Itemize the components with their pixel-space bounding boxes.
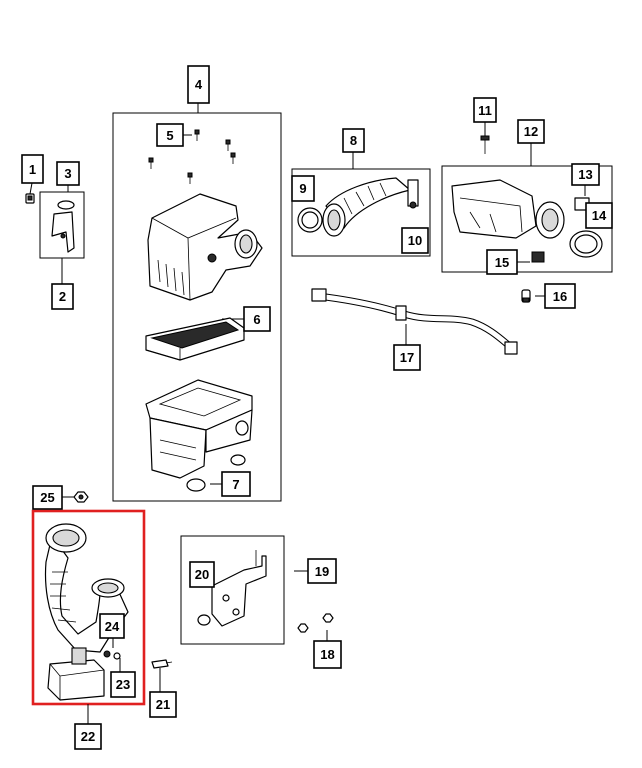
part-6-filter-element	[145, 317, 245, 361]
part-12-resonator	[451, 179, 603, 263]
callout-8-label: 8	[350, 133, 357, 148]
callout-12: 12	[517, 119, 545, 144]
part-21-push-pin	[151, 659, 173, 669]
callout-17: 17	[393, 344, 421, 371]
callout-18-label: 18	[320, 647, 334, 662]
callout-25: 25	[32, 485, 63, 510]
callout-3: 3	[56, 161, 80, 186]
callout-14: 14	[585, 202, 613, 229]
callout-8: 8	[342, 128, 365, 153]
part-23-24-fasteners	[103, 650, 121, 660]
callout-1: 1	[21, 154, 44, 184]
callout-18: 18	[313, 640, 342, 669]
callout-13-label: 13	[578, 167, 592, 182]
callout-23-label: 23	[116, 677, 130, 692]
part-2-3-bracket	[51, 200, 75, 253]
callout-6: 6	[243, 306, 271, 332]
callout-17-label: 17	[400, 350, 414, 365]
callout-7-label: 7	[232, 477, 239, 492]
callout-21-label: 21	[156, 697, 170, 712]
callout-13: 13	[571, 163, 600, 186]
callout-16-label: 16	[553, 289, 567, 304]
callout-20-label: 20	[195, 567, 209, 582]
callout-6-label: 6	[253, 312, 260, 327]
callout-14-label: 14	[592, 208, 607, 223]
callout-2: 2	[51, 283, 74, 310]
callout-11: 11	[473, 97, 497, 123]
callout-19: 19	[307, 558, 337, 584]
callout-4: 4	[187, 65, 210, 104]
callout-20: 20	[189, 561, 215, 588]
group-frame-air-cleaner	[112, 112, 282, 502]
callout-16: 16	[544, 283, 576, 309]
callout-4-label: 4	[195, 77, 203, 92]
part-17-breather-tube	[311, 288, 518, 355]
callout-10: 10	[401, 227, 429, 254]
callout-15-label: 15	[495, 255, 509, 270]
group-frame-hose-8	[291, 168, 431, 257]
callout-19-label: 19	[315, 564, 329, 579]
part-4-lower-housing	[145, 379, 253, 479]
callout-12-label: 12	[524, 124, 538, 139]
callout-9-label: 9	[299, 181, 306, 196]
callout-24: 24	[99, 613, 125, 639]
callout-9: 9	[291, 175, 315, 202]
part-7-grommets	[186, 454, 246, 492]
part-20-grommet	[197, 614, 211, 626]
part-4-air-cleaner-cover	[147, 193, 263, 301]
callout-22-label: 22	[81, 729, 95, 744]
callout-22: 22	[74, 723, 102, 750]
part-19-bracket	[211, 550, 267, 627]
group-frame-bracket-19	[180, 535, 285, 645]
callout-5-label: 5	[166, 128, 173, 143]
part-8-inlet-hose	[297, 177, 419, 237]
callout-21: 21	[149, 691, 177, 718]
callout-5: 5	[156, 123, 184, 147]
callout-10-label: 10	[408, 233, 422, 248]
callout-7: 7	[221, 471, 251, 497]
part-1-clip	[25, 193, 35, 204]
leader-lines	[29, 103, 586, 724]
part-16-connector	[521, 289, 531, 303]
callout-23: 23	[110, 671, 136, 698]
callout-1-label: 1	[29, 162, 36, 177]
callout-11-label: 11	[478, 103, 492, 118]
callout-3-label: 3	[64, 166, 71, 181]
part-25-nut	[73, 491, 89, 503]
part-5-bolts	[148, 129, 236, 184]
callout-15: 15	[486, 249, 518, 275]
callout-24-label: 24	[105, 619, 120, 634]
part-11-bolt	[480, 135, 490, 154]
callout-25-label: 25	[40, 490, 54, 505]
part-18-nuts	[297, 613, 334, 633]
callout-2-label: 2	[59, 289, 66, 304]
